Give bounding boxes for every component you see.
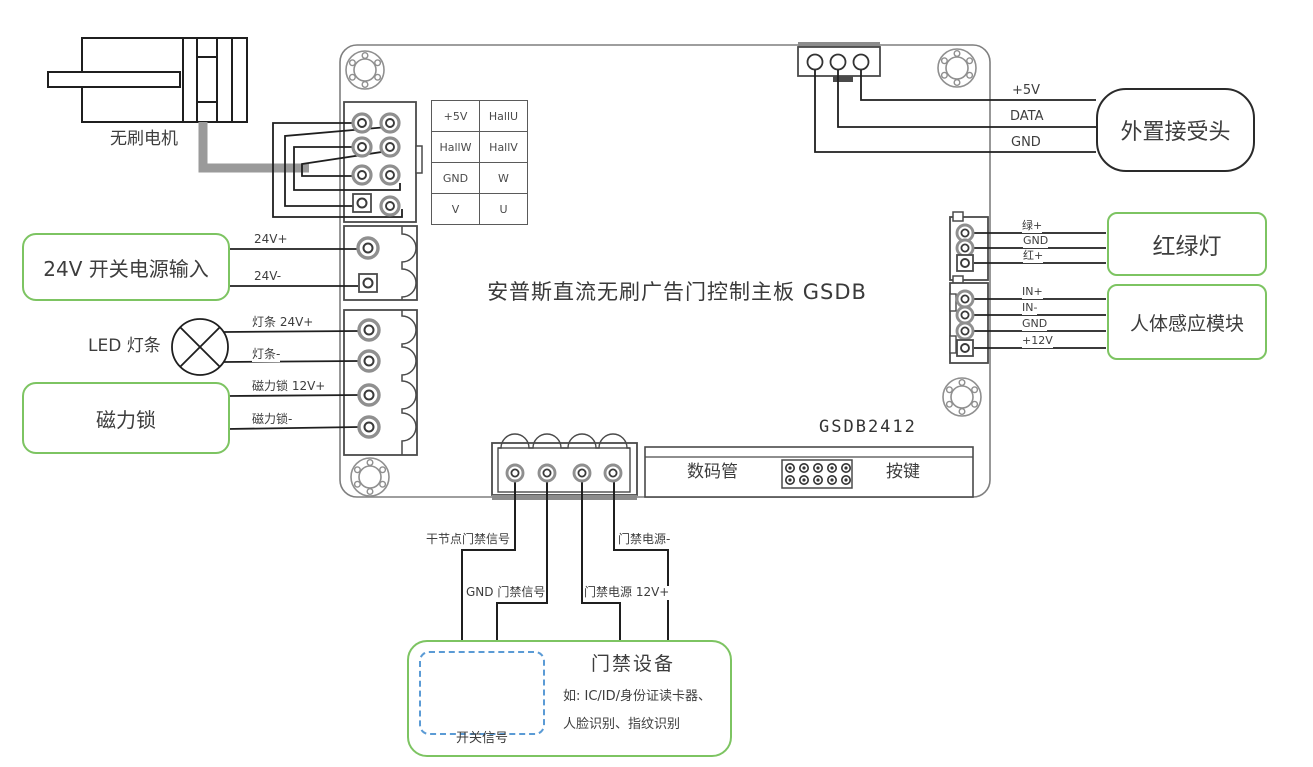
display-key-strip — [644, 446, 974, 498]
wire-label-lock-plus: 磁力锁 12V+ — [252, 379, 326, 394]
seg-display-label: 数码管 — [687, 462, 738, 482]
motor-connector — [272, 101, 423, 223]
pin-cell: V — [431, 193, 480, 225]
power-input-box-label: 24V 开关电源输入 — [43, 256, 209, 281]
switch-signal-label: 开关信号 — [456, 731, 509, 746]
wire-label-tl-gnd: GND — [1023, 234, 1049, 248]
body-sensor-connector — [949, 282, 1106, 364]
access-device-title: 门禁设备 — [591, 653, 676, 675]
switch-signal-outline — [419, 651, 545, 735]
wire-label-led-plus: 灯条 24V+ — [252, 315, 314, 330]
motor-label: 无刷电机 — [110, 129, 178, 149]
led-maglock-connector — [223, 309, 418, 456]
hall-pin-table: +5V HallU HallW HallV GND W V U — [431, 100, 528, 225]
access-device-desc-1: 如: IC/ID/身份证读卡器、 — [563, 689, 712, 704]
wire-label-in-minus: IN- — [1022, 301, 1038, 315]
wire-label-led-minus: 灯条- — [252, 347, 281, 362]
pin-cell: HallV — [479, 131, 528, 163]
receiver-wires — [814, 70, 1096, 153]
wire-label-access-gnd: GND 门禁信号 — [466, 585, 546, 600]
wire-label-24v-minus: 24V- — [254, 269, 282, 284]
wire-label-access-minus: 门禁电源- — [618, 532, 671, 547]
keys-label: 按键 — [886, 462, 920, 482]
program-header-connector — [781, 459, 853, 489]
brushless-motor-drawing — [47, 37, 248, 123]
traffic-light-connector — [949, 211, 1106, 286]
wire-label-bs-gnd: GND — [1022, 317, 1048, 331]
wire-label-rx-gnd: GND — [1011, 135, 1041, 151]
maglock-box: 磁力锁 — [22, 382, 230, 454]
wire-label-rx-data: DATA — [1010, 109, 1044, 125]
traffic-light-box-label: 红绿灯 — [1152, 234, 1222, 260]
ir-receiver-box-label: 外置接受头 — [1120, 120, 1231, 145]
wire-label-in-plus: IN+ — [1022, 285, 1043, 299]
body-sensor-box: 人体感应模块 — [1107, 284, 1267, 360]
motor-wires — [272, 122, 403, 218]
ir-receiver-connector — [797, 42, 1096, 153]
wire-label-rx-5v: +5V — [1012, 83, 1041, 99]
wire-label-access-12v: 门禁电源 12V+ — [584, 585, 670, 600]
wire-label-dry-contact: 干节点门禁信号 — [426, 532, 511, 547]
pin-cell: +5V — [431, 100, 480, 132]
board-model: GSDB2412 — [819, 417, 917, 437]
wire-label-green-plus: 绿+ — [1022, 219, 1043, 233]
board-title: 安普斯直流无刷广告门控制主板 GSDB — [487, 280, 867, 304]
power-input-connector — [227, 225, 418, 301]
access-device-desc-2: 人脸识别、指纹识别 — [563, 717, 681, 732]
pin-cell: HallU — [479, 100, 528, 132]
pin-cell: GND — [431, 162, 480, 194]
ir-receiver-box: 外置接受头 — [1096, 88, 1255, 172]
body-sensor-box-label: 人体感应模块 — [1129, 312, 1244, 335]
pin-cell: HallW — [431, 131, 480, 163]
maglock-box-label: 磁力锁 — [96, 407, 156, 432]
pin-cell: W — [479, 162, 528, 194]
access-device-box — [407, 640, 732, 757]
led-strip-label: LED 灯条 — [88, 336, 161, 356]
traffic-light-box: 红绿灯 — [1107, 212, 1267, 276]
wire-label-24v-plus: 24V+ — [254, 232, 288, 247]
wire-label-12v: +12V — [1022, 334, 1053, 348]
wire-label-red-plus: 红+ — [1023, 249, 1044, 263]
pin-cell: U — [479, 193, 528, 225]
power-input-box: 24V 开关电源输入 — [22, 233, 230, 301]
lamp-icon — [171, 318, 229, 376]
wire-label-lock-minus: 磁力锁- — [252, 412, 293, 427]
